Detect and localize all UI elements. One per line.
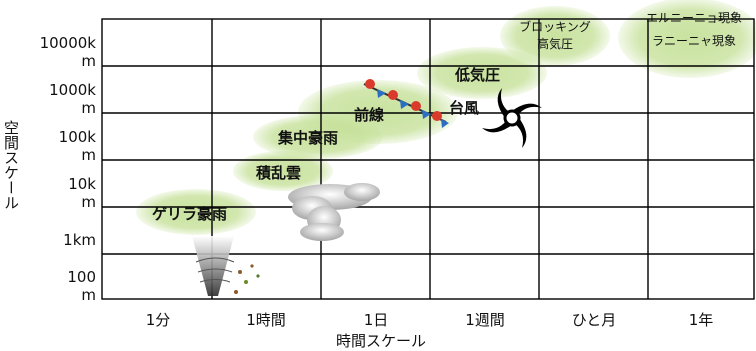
blob-low-pressure: [417, 47, 547, 99]
x-tick-1day: 1日: [363, 311, 389, 329]
label-cumulonimbus: 積乱雲: [256, 164, 302, 182]
x-tick-1hour: 1時間: [246, 311, 286, 329]
y-axis-title: 空間スケール: [2, 120, 20, 210]
y-tick-1000km: 1000k m: [49, 81, 96, 117]
blob-guerrilla: [136, 189, 256, 235]
label-typhoon: 台風: [449, 99, 480, 117]
x-tick-1year: 1年: [688, 311, 714, 329]
cloud-icon: [288, 183, 380, 241]
y-tick-10km: 10k m: [68, 175, 96, 211]
x-tick-1week: 1週間: [465, 311, 505, 329]
blob-cumulonimbus: [233, 151, 333, 191]
label-blocking: ブロッキング 高気圧: [519, 20, 591, 51]
x-axis-title: 時間スケール: [336, 332, 427, 350]
front-icon: [363, 79, 449, 128]
y-tick-1km: 1km: [63, 231, 96, 249]
x-tick-1month: ひと月: [571, 311, 617, 329]
y-tick-10000km: 10000k m: [39, 34, 96, 70]
x-tick-1min: 1分: [145, 311, 171, 329]
label-front: 前線: [354, 106, 385, 124]
blob-blocking: [500, 6, 610, 66]
y-tick-100m: 100 m: [67, 268, 96, 304]
y-tick-100km: 100k m: [58, 128, 96, 164]
typhoon-icon: [482, 88, 542, 148]
tornado-icon: [192, 236, 260, 296]
label-low-pressure: 低気圧: [455, 66, 501, 84]
label-elnino: エルニーニョ現象 ラニーニャ現象: [645, 11, 742, 48]
label-concentrated: 集中豪雨: [278, 129, 339, 147]
blob-front: [298, 80, 458, 144]
grid: [101, 18, 755, 300]
label-guerrilla: ゲリラ豪雨: [152, 205, 228, 223]
